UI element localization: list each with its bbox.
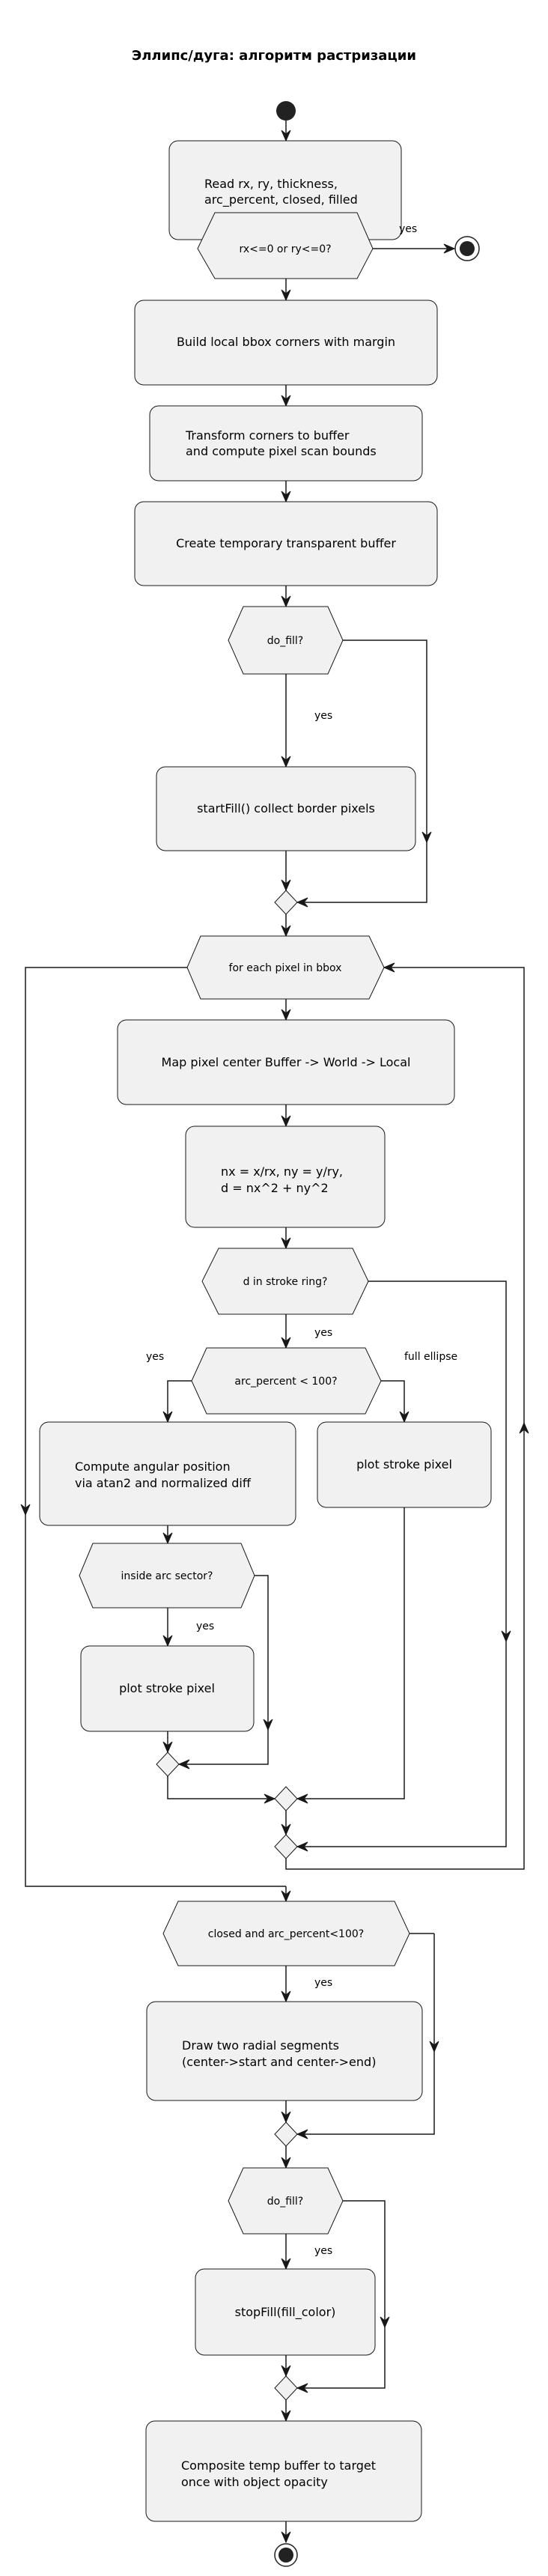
plot-arc-pixel-label: plot stroke pixel	[119, 1681, 215, 1695]
edge-closedskip-to-merge	[297, 2052, 435, 2135]
do-fill-label: do_fill?	[267, 635, 303, 647]
plot-full-ellipse-action	[317, 1421, 492, 1508]
edge-arccheck-no	[381, 1380, 405, 1422]
composite-action	[145, 2420, 422, 2522]
composite-line-2: once with object opacity	[181, 2475, 328, 2489]
edge-ringno-to-merge3	[297, 1641, 507, 1847]
pixel-loop-decision	[186, 935, 385, 1000]
stop-fill-merge-diamond	[274, 2375, 298, 2401]
composite-line-1: Composite temp buffer to target	[181, 2458, 376, 2473]
do-fill-end-yes-label: yes	[314, 2245, 332, 2257]
do-fill-end-label: do_fill?	[267, 2196, 303, 2208]
transform-corners-line-2: and compute pixel scan bounds	[186, 444, 377, 458]
edge-dofill2-skip	[343, 2200, 386, 2327]
edge-dofill2skip-to-merge	[297, 2327, 386, 2389]
start-node	[276, 101, 296, 121]
do-fill-end-decision	[228, 2167, 344, 2235]
radius-check-decision	[197, 212, 374, 279]
normalize-line-2: d = nx^2 + ny^2	[221, 1181, 329, 1195]
radial-segments-line-2: (center->start and center->end)	[182, 2055, 376, 2069]
edge-arcmerge-to-merge2	[167, 1776, 275, 1799]
inside-sector-decision	[79, 1543, 255, 1609]
plot-full-ellipse-label: plot stroke pixel	[356, 1457, 452, 1471]
create-buffer-label: Create temporary transparent buffer	[176, 536, 396, 550]
stop-fill-action	[195, 2268, 376, 2356]
sector-merge-diamond	[156, 1752, 180, 1777]
build-bbox-label: Build local bbox corners with margin	[177, 335, 395, 349]
radius-check-label: rx<=0 or ry<=0?	[239, 243, 331, 255]
closed-arc-decision	[162, 1901, 410, 1966]
create-buffer-action	[134, 501, 438, 586]
ring-merge-diamond	[274, 1834, 298, 1859]
arc-check-yes-label: yes	[146, 1351, 164, 1363]
edge-arccheck-yes	[167, 1380, 192, 1422]
edge-sectorskip-to-merge	[179, 1730, 269, 1765]
fill-merge-diamond	[274, 890, 298, 915]
transform-corners-action	[149, 405, 423, 482]
stop-fill-label: stopFill(fill_color)	[235, 2305, 336, 2320]
closed-merge-diamond	[274, 2121, 298, 2147]
angular-position-line-1: Compute angular position	[75, 1459, 231, 1474]
closed-arc-yes-label: yes	[314, 1977, 332, 1989]
edge-skip-to-merge	[297, 842, 427, 903]
edges	[20, 120, 529, 2543]
arc-check-no-label: full ellipse	[404, 1351, 457, 1363]
edge-loop-back	[285, 967, 525, 1870]
transform-corners-line-1: Transform corners to buffer	[185, 428, 350, 443]
normalize-action	[185, 1126, 386, 1228]
closed-arc-label: closed and arc_percent<100?	[208, 1928, 364, 1940]
arc-check-label: arc_percent < 100?	[234, 1376, 337, 1388]
angular-position-line-2: via atan2 and normalized diff	[75, 1476, 252, 1490]
pixel-loop-label: for each pixel in bbox	[229, 962, 342, 974]
map-pixel-action	[117, 1019, 455, 1105]
start-fill-label: startFill() collect border pixels	[197, 801, 375, 815]
edge-loop-exit	[25, 967, 286, 1887]
edge-sector-skip	[255, 1575, 269, 1730]
radius-check-yes-label: yes	[399, 223, 417, 235]
arc-check-decision	[191, 1347, 382, 1415]
inside-sector-label: inside arc sector?	[121, 1570, 213, 1582]
edge-dofill-skip	[343, 640, 427, 842]
radial-segments-line-1: Draw two radial segments	[182, 2038, 339, 2053]
angular-position-action	[39, 1421, 296, 1526]
do-fill-yes-label: yes	[314, 710, 332, 722]
do-fill-decision	[228, 606, 344, 675]
read-params-line-1: Read rx, ry, thickness,	[204, 177, 338, 191]
read-params-line-2: arc_percent, closed, filled	[204, 192, 358, 207]
plot-arc-pixel-action	[80, 1645, 255, 1732]
edge-plotfull-to-merge2	[297, 1507, 405, 1799]
end-node-dot	[278, 2548, 293, 2563]
build-bbox-action	[134, 300, 438, 386]
diagram-title: Эллипс/дуга: алгоритм растризации	[132, 48, 416, 64]
arc-merge-diamond	[274, 1786, 298, 1811]
inside-sector-yes-label: yes	[196, 1620, 214, 1632]
normalize-line-1: nx = x/rx, ny = y/ry,	[221, 1164, 343, 1179]
stroke-ring-yes-label: yes	[314, 1327, 332, 1339]
start-fill-action	[156, 766, 416, 851]
stroke-ring-label: d in stroke ring?	[243, 1276, 328, 1288]
stroke-ring-decision	[201, 1248, 369, 1315]
radial-segments-action	[146, 2001, 423, 2101]
edge-ring-no	[368, 1281, 507, 1641]
map-pixel-label: Map pixel center Buffer -> World -> Loca…	[162, 1055, 411, 1069]
early-stop-dot	[460, 241, 475, 256]
